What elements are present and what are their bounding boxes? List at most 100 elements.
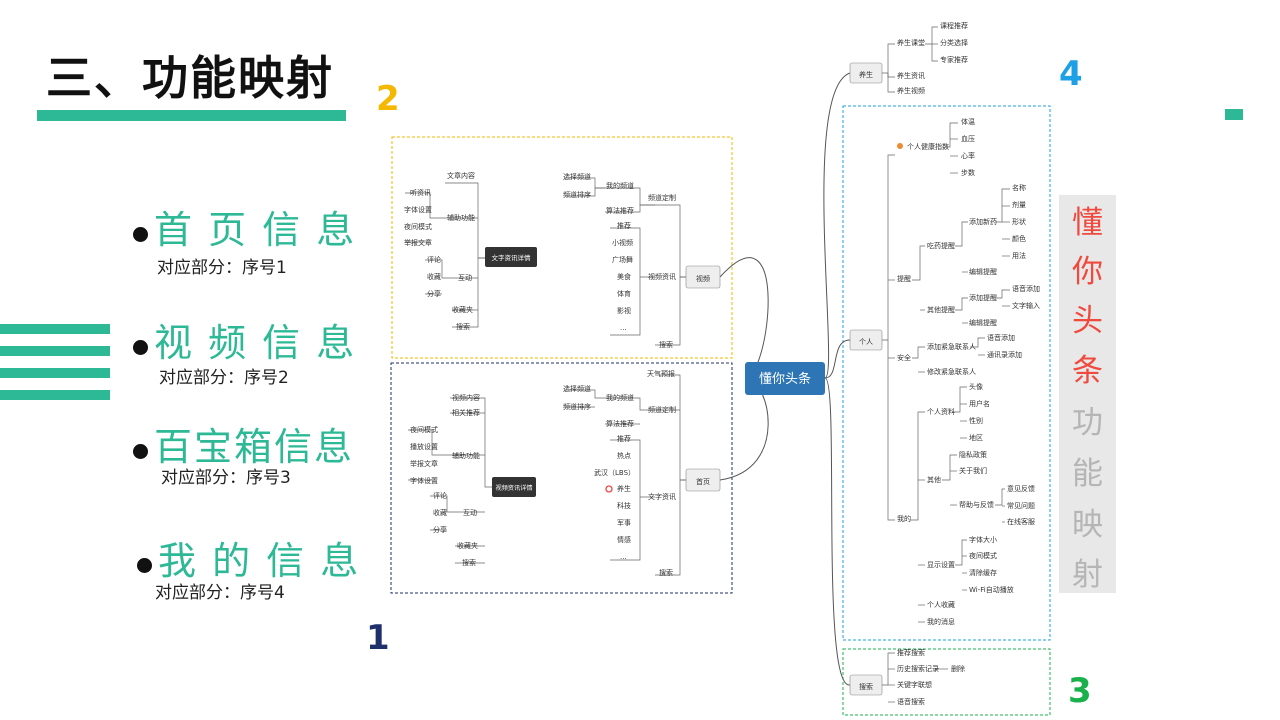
search-lines: [882, 652, 948, 703]
root-label: 懂你头条: [759, 371, 811, 387]
node-label: ...: [620, 324, 627, 332]
node-label: 搜索: [462, 558, 476, 567]
node-label: 血压: [961, 134, 975, 143]
node-label: 编辑提醒: [969, 267, 997, 276]
node-label: 颜色: [1012, 234, 1026, 243]
node-label: 添加紧急联系人: [927, 342, 976, 351]
personal-lines: [882, 122, 1010, 623]
node-label: 其他: [927, 475, 941, 484]
vertical-title-char: 功: [1072, 405, 1103, 441]
node-label: 在线客服: [1007, 517, 1035, 526]
node-label: 通讯录添加: [987, 350, 1022, 359]
region-number-4: 4: [1059, 54, 1083, 94]
node-label: 课程推荐: [940, 21, 968, 30]
node-label: ...: [620, 553, 627, 561]
node-label: 科技: [617, 501, 631, 510]
region-frame-3: [842, 648, 1051, 716]
node-label: 我的: [897, 514, 911, 523]
bullet-icon: [133, 444, 148, 459]
node-label: 搜索: [456, 322, 470, 331]
node-label: 频道排序: [563, 402, 591, 411]
node-label: 广场舞: [612, 255, 633, 264]
node-label: 我的频道: [606, 393, 634, 402]
node-label: 形状: [1012, 217, 1026, 226]
node-label: 养生: [617, 484, 631, 493]
node-label: 搜索: [659, 568, 673, 577]
vertical-title-char: 条: [1072, 353, 1103, 389]
vertical-title-char: 映: [1072, 507, 1103, 543]
node-label: 收藏: [427, 272, 441, 281]
node-label: 推荐搜索: [897, 648, 925, 657]
section-label: 我 的 信 息: [158, 539, 361, 583]
node-label: 语音搜索: [897, 697, 925, 706]
vertical-title-char: 射: [1072, 557, 1103, 593]
node-label: 安全: [897, 353, 911, 362]
node-label: 算法推荐: [606, 419, 634, 428]
node-label: 历史搜索记录: [897, 664, 939, 673]
region-number-2: 2: [376, 79, 400, 119]
slide-title: 三、功能映射: [46, 51, 334, 105]
node-label: 剂量: [1012, 200, 1026, 209]
bullet-icon: [133, 340, 148, 355]
node-label: 养生课堂: [897, 38, 925, 47]
node-label: 提醒: [897, 274, 911, 283]
node-label: 头像: [969, 382, 983, 391]
node-label: 养生资讯: [897, 71, 925, 80]
node-label: 分享: [433, 525, 447, 534]
node-label: 字体设置: [404, 205, 432, 214]
node-label: 文字资讯: [648, 492, 676, 501]
corner-decoration: [1225, 109, 1243, 120]
node-label: 互动: [463, 508, 477, 517]
node-label: 频道定制: [648, 193, 676, 202]
video-detail-label: 文字资讯详情: [492, 253, 532, 262]
vertical-title-char: 你: [1072, 254, 1103, 290]
node-label: 地区: [969, 433, 983, 442]
node-label: 我的频道: [606, 181, 634, 190]
video-detail-node: [485, 247, 537, 267]
region-frame-2: [391, 136, 733, 359]
section-item: 视 频 信 息: [133, 312, 356, 367]
section-sub: 对应部分：序号3: [161, 468, 291, 488]
node-label: 帮助与反馈: [959, 500, 994, 509]
section-item: 首 页 信 息: [133, 199, 356, 254]
node-label: 吃药提醒: [927, 241, 955, 250]
vertical-title-char: 能: [1072, 456, 1103, 492]
section-label: 首 页 信 息: [154, 208, 357, 252]
node-label: 天气预报: [647, 369, 675, 378]
node-label: 修改紧急联系人: [927, 367, 976, 376]
section-item: 我 的 信 息: [137, 530, 360, 585]
node-label: 视频内容: [452, 393, 480, 402]
node-label: 删除: [951, 664, 965, 673]
bullet-icon: [133, 227, 148, 242]
node-label: 推荐: [617, 221, 631, 230]
node-label: 文章内容: [447, 171, 475, 180]
node-label: 小视频: [612, 238, 633, 247]
node-label: 关于我们: [959, 466, 987, 475]
node-label: 文字输入: [1012, 301, 1040, 310]
node-label: 推荐: [617, 434, 631, 443]
vertical-title-char: 懂: [1072, 205, 1103, 241]
branch-label: 首页: [696, 477, 710, 486]
node-label: 辅助功能: [452, 451, 480, 460]
section-item: 百宝箱信息: [133, 416, 354, 471]
node-label: 用法: [1012, 251, 1026, 260]
node-label: 心率: [961, 151, 975, 160]
decor-stripe: [0, 324, 110, 334]
node-label: 用户名: [969, 399, 990, 408]
node-label: 意见反馈: [1007, 484, 1035, 493]
region-frame-4: [842, 105, 1051, 641]
node-label: 其他提醒: [927, 305, 955, 314]
node-label: 编辑提醒: [969, 318, 997, 327]
node-label: 播放设置: [410, 442, 438, 451]
node-label: Wi-Fi自动播放: [969, 585, 1014, 594]
node-label: 收藏夹: [452, 305, 473, 314]
node-label: 个人资料: [927, 407, 955, 416]
bullet-icon: [137, 558, 152, 573]
branch-label: 养生: [859, 70, 873, 79]
node-label: 分类选择: [940, 38, 968, 47]
node-label: 选择频道: [563, 384, 591, 393]
node-label: 军事: [617, 518, 631, 527]
node-label: 辅助功能: [447, 213, 475, 222]
node-label: 夜间模式: [410, 425, 438, 434]
